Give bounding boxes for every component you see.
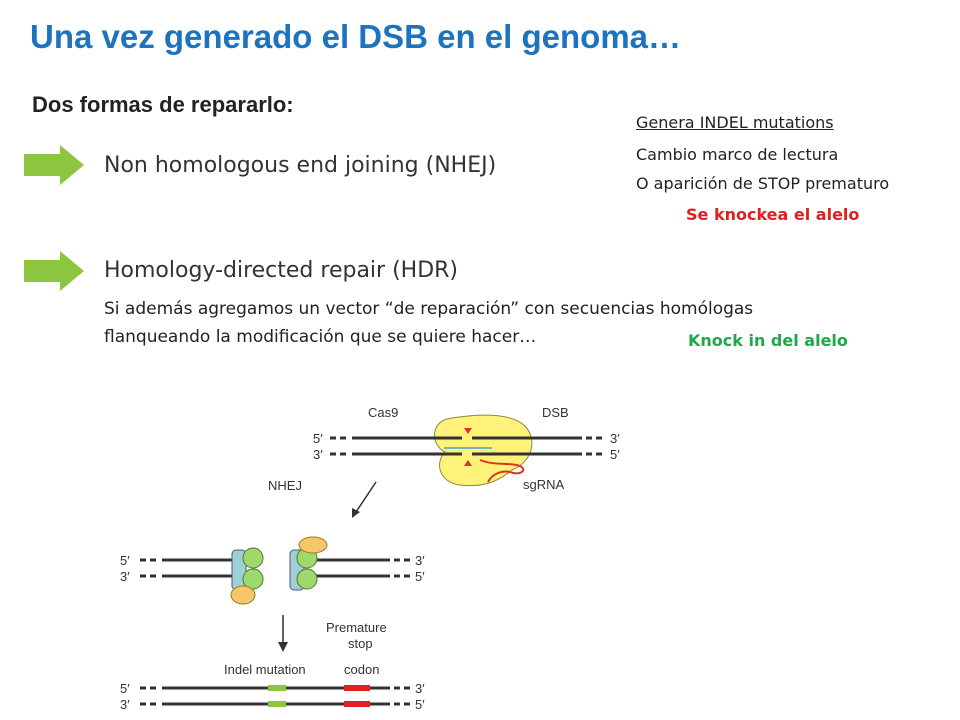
hdr-description-line: flanqueando la modificación que se quier…	[104, 327, 537, 347]
five-prime-label: 5′	[120, 681, 130, 696]
ku-complex-right	[289, 536, 328, 591]
codon-label: codon	[344, 662, 379, 677]
three-prime-label: 3′	[313, 447, 323, 462]
dsb-label: DSB	[542, 405, 569, 420]
sgrna-loop	[479, 459, 525, 483]
premature-label: Premature	[326, 620, 387, 635]
cut-markers	[464, 428, 472, 466]
cas9-label: Cas9	[368, 405, 398, 420]
three-prime-label: 3′	[120, 569, 130, 584]
knockout-result: Se knockea el alelo	[686, 205, 860, 224]
slide-title: Una vez generado el DSB en el genoma…	[30, 18, 682, 55]
three-prime-label: 3′	[120, 697, 130, 712]
nhej-repair-diagram: Cas9 DSB 5′ 3′ 3′ 5′ sgRNA NHEJ 5′ 3′ 3′…	[120, 405, 620, 712]
nhej-note-heading: Genera INDEL mutations	[636, 113, 834, 132]
five-prime-label: 5′	[415, 569, 425, 584]
nhej-note-line: O aparición de STOP prematuro	[636, 174, 890, 193]
arrow-down-icon	[278, 615, 288, 652]
green-arrow-icon	[24, 251, 84, 291]
five-prime-label: 5′	[120, 553, 130, 568]
indel-mutation-mark	[268, 685, 286, 707]
indel-label: Indel mutation	[224, 662, 306, 677]
nhej-label: NHEJ	[268, 478, 302, 493]
three-prime-label: 3′	[415, 553, 425, 568]
dna-top-strands	[330, 436, 604, 456]
three-prime-label: 3′	[415, 681, 425, 696]
knockin-result: Knock in del alelo	[688, 331, 848, 350]
nhej-note-line: Cambio marco de lectura	[636, 145, 839, 164]
three-prime-label: 3′	[610, 431, 620, 446]
stop-label: stop	[348, 636, 373, 651]
cas9-protein	[434, 414, 533, 487]
sgrna-label: sgRNA	[523, 477, 565, 492]
five-prime-label: 5′	[415, 697, 425, 712]
stop-codon-mark	[344, 685, 370, 707]
method-hdr: Homology-directed repair (HDR)	[104, 258, 459, 283]
dna-broken-strands	[140, 558, 412, 578]
arrow-down-icon	[352, 481, 377, 518]
method-nhej: Non homologous end joining (NHEJ)	[104, 153, 497, 178]
hdr-description-line: Si además agregamos un vector “de repara…	[104, 299, 754, 319]
ku-complex-left	[230, 547, 264, 605]
five-prime-label: 5′	[313, 431, 323, 446]
green-arrow-icon	[24, 145, 84, 185]
slide-subtitle: Dos formas de repararlo:	[32, 92, 294, 117]
five-prime-label: 5′	[610, 447, 620, 462]
